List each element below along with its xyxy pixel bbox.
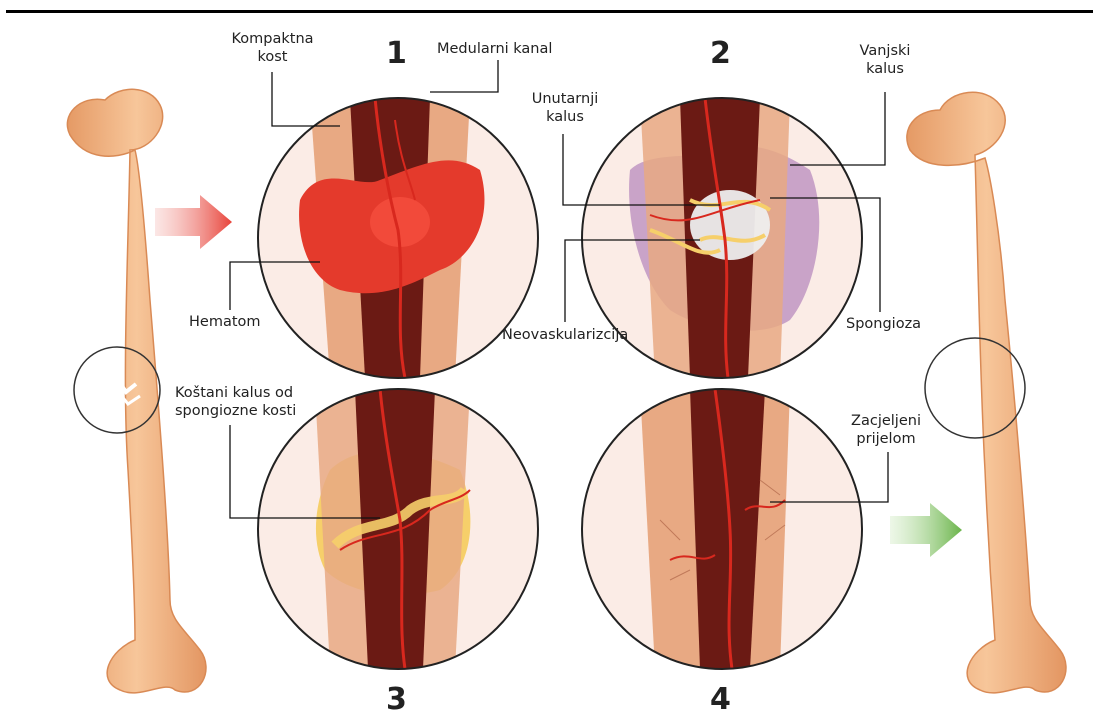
label-zacjeljeni-prijelom: Zacjeljeni prijelom (836, 412, 936, 448)
green-arrow (890, 503, 962, 557)
label-unutarnji-kalus: Unutarnji kalus (520, 90, 610, 126)
label-unutarnji-line2: kalus (520, 108, 610, 126)
stage-3-circle (258, 389, 538, 669)
stage-number-1: 1 (386, 36, 407, 71)
right-femur (907, 92, 1066, 693)
stage-number-2: 2 (710, 36, 731, 71)
stage-4-circle (582, 389, 862, 669)
label-kostani-kalus: Koštani kalus od spongiozne kosti (175, 384, 296, 420)
label-hematom: Hematom (189, 313, 261, 331)
label-kompaktna-kost: Kompaktna kost (225, 30, 320, 66)
label-kostani-line1: Koštani kalus od (175, 384, 296, 402)
label-zacjeljeni-line2: prijelom (836, 430, 936, 448)
label-medularni-kanal: Medularni kanal (437, 40, 552, 58)
stage-number-3: 3 (386, 682, 407, 717)
label-unutarnji-line1: Unutarnji (520, 90, 610, 108)
label-vanjski-line1: Vanjski (845, 42, 925, 60)
label-vanjski-kalus: Vanjski kalus (845, 42, 925, 78)
stage-1-circle (258, 98, 538, 378)
red-arrow (155, 195, 232, 249)
label-kompaktna-line1: Kompaktna (225, 30, 320, 48)
stage-number-4: 4 (710, 682, 731, 717)
label-vanjski-line2: kalus (845, 60, 925, 78)
label-neovaskularizcija: Neovaskularizcija (502, 326, 628, 344)
label-spongioza: Spongioza (846, 315, 921, 333)
label-zacjeljeni-line1: Zacjeljeni (836, 412, 936, 430)
leader-medularni (430, 60, 498, 92)
label-kompaktna-line2: kost (225, 48, 320, 66)
label-kostani-line2: spongiozne kosti (175, 402, 296, 420)
